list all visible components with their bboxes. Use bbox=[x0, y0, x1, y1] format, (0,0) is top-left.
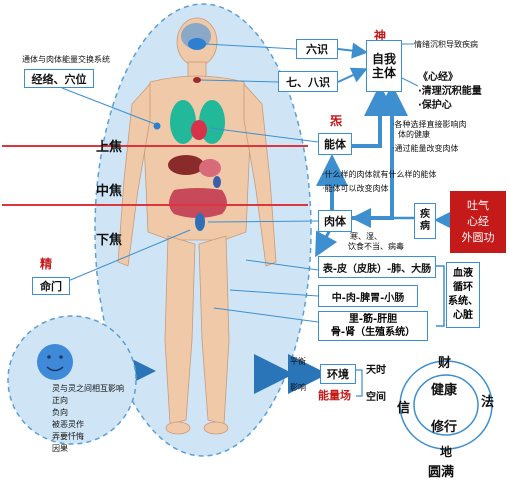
gong-line-2: 心经 bbox=[467, 215, 489, 228]
xinjing-item-clear: ·清理沉积能量 bbox=[418, 86, 482, 97]
blood-line-1: 血液 bbox=[453, 268, 473, 279]
liushi-box: 六识 bbox=[296, 39, 338, 59]
blood-line-2: 循环 bbox=[453, 282, 473, 293]
spirit-text-6: 因果 bbox=[52, 444, 68, 453]
qiba-box: 七、八识 bbox=[278, 71, 338, 92]
gong-line-1: 吐气 bbox=[467, 199, 489, 212]
balance-label-2: 影响 bbox=[290, 383, 306, 392]
stomach-shape bbox=[199, 159, 221, 177]
smiley-face bbox=[37, 344, 73, 380]
heart-shape bbox=[191, 120, 207, 140]
mid-note-1: ·什么样的肉体就有什么样的能体 bbox=[322, 170, 437, 179]
intestine-shape bbox=[169, 188, 227, 218]
middle-layer-box: 中-肉-脾胃-小肠 bbox=[318, 285, 418, 307]
xinjing-title: 《心经》 bbox=[418, 72, 458, 83]
xinjing-item-protect: ·保护心 bbox=[418, 100, 452, 111]
line-inner bbox=[213, 307, 319, 323]
line-meridian bbox=[61, 87, 156, 125]
spirit-text-3: 负向 bbox=[52, 408, 68, 417]
thyroid-shape bbox=[193, 77, 201, 83]
environment-box: 环境 bbox=[320, 364, 356, 384]
ring-top: 财 bbox=[438, 356, 452, 371]
arrow-routi-ziwo bbox=[348, 84, 408, 220]
nengti-note-2: ·通过能量改变肉体 bbox=[392, 144, 459, 153]
line-heart-nengti bbox=[209, 127, 319, 143]
ring-center-bottom: 修行 bbox=[431, 420, 458, 435]
gong-line-3: 外圆功 bbox=[461, 231, 495, 244]
arrow-liushi-ziwo bbox=[337, 42, 368, 59]
ring-left: 信 bbox=[397, 401, 411, 416]
smiley-mouth bbox=[46, 366, 64, 372]
spirit-circle bbox=[7, 315, 137, 445]
arrow-routi-surface bbox=[315, 229, 338, 258]
shen-label: 神 bbox=[374, 29, 387, 43]
spirit-text-5: 弄要忏悔 bbox=[52, 432, 84, 441]
meridian-point bbox=[153, 122, 161, 130]
ring-center-top: 健康 bbox=[431, 383, 458, 398]
line-surface bbox=[245, 259, 319, 271]
liver-shape bbox=[168, 155, 204, 175]
energy-field-label: 能量场 bbox=[318, 389, 351, 402]
balance-label-1: 平衡 bbox=[290, 357, 306, 366]
meridian-note: 通体与肉体能量交换系统 bbox=[22, 55, 110, 64]
spirit-text-2: 正向 bbox=[52, 396, 68, 405]
blood-system-box: 血液 循环 系统、 心脏 bbox=[446, 262, 480, 328]
blood-line-3: 系统、 bbox=[448, 296, 478, 307]
line-ziwo-xinjing bbox=[401, 77, 419, 87]
smiley-eye-left bbox=[47, 355, 51, 359]
gong-box: 吐气 心经 外圆功 bbox=[450, 191, 506, 253]
line-bladder-routi bbox=[207, 220, 319, 223]
jibing-box: 疾病 bbox=[414, 203, 436, 239]
inner-layer-line-1: 里-筋-肝胆 bbox=[348, 314, 398, 325]
ring-bottom: 地 bbox=[440, 445, 453, 459]
mid-note-2: ·能体可以改变肉体 bbox=[322, 184, 389, 193]
line-mingmen bbox=[55, 229, 191, 287]
ring-inner bbox=[413, 374, 479, 436]
meridian-box: 经络、穴位 bbox=[24, 69, 94, 88]
middle-jiao-label: 中焦 bbox=[96, 184, 123, 199]
nengti-note-1b: 体的健康 bbox=[398, 130, 430, 139]
brain-center bbox=[188, 38, 206, 50]
routi-box: 肉体 bbox=[318, 210, 352, 232]
layers-bracket bbox=[436, 265, 445, 327]
ring-outer bbox=[399, 360, 493, 450]
lower-jiao-label: 下焦 bbox=[96, 233, 123, 248]
environment-bracket bbox=[356, 369, 363, 397]
nengti-note-1a: ·各种选择直接影响肉 bbox=[392, 120, 467, 129]
arrow-qiba-ziwo bbox=[337, 67, 368, 83]
bladder-shape bbox=[195, 213, 205, 231]
ring-right: 法 bbox=[481, 395, 495, 410]
surface-layer-box: 表-皮（皮肤）-肺、大肠 bbox=[318, 256, 436, 278]
kongjian-label: 空间 bbox=[366, 392, 386, 403]
tianshi-label: 天时 bbox=[366, 365, 386, 376]
ziwo-box: 自我主体 bbox=[366, 40, 402, 92]
line-middle bbox=[229, 289, 319, 297]
upper-jiao-label: 上焦 bbox=[96, 140, 123, 155]
inner-layer-line-2: 骨-肾（生殖系统） bbox=[330, 327, 416, 338]
emotion-note: 情绪沉积导致疾病 bbox=[414, 40, 478, 49]
ring-below: 圆满 bbox=[428, 465, 455, 480]
spirit-text-1: 灵与灵之间相互影响 bbox=[52, 384, 124, 393]
line-brain-liushi bbox=[205, 43, 297, 50]
cause-line-2: 饮食不当、病毒 bbox=[348, 242, 404, 251]
qi-label: 炁 bbox=[330, 114, 343, 128]
smiley-eye-right bbox=[59, 355, 63, 359]
arrow-nengti-ziwo bbox=[352, 84, 396, 148]
lung-left bbox=[170, 100, 196, 144]
jing-label: 精 bbox=[40, 257, 53, 271]
inner-layer-box: 里-筋-肝胆 骨-肾（生殖系统） bbox=[318, 311, 428, 341]
line-thyroid-qiba bbox=[200, 79, 279, 83]
nengti-box: 能体 bbox=[318, 133, 352, 155]
kidney-shape bbox=[213, 176, 221, 188]
spirit-text-4: 被恶灵作 bbox=[52, 420, 84, 429]
mingmen-box: 命门 bbox=[32, 277, 70, 295]
blood-line-4: 心脏 bbox=[453, 310, 473, 321]
cause-line-1: 寒、湿、 bbox=[350, 232, 382, 241]
